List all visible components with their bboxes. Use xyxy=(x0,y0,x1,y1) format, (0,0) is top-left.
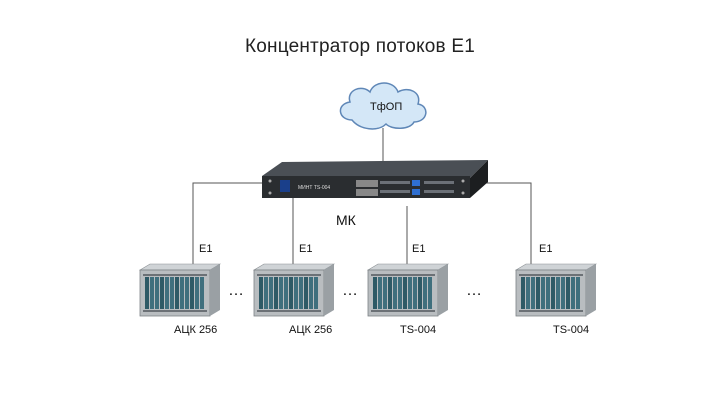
link-line-1 xyxy=(192,182,276,270)
pstn-cloud-icon xyxy=(339,82,427,130)
hub-label: МК xyxy=(336,212,356,228)
link-label-4: Е1 xyxy=(539,243,553,255)
node-label-1: АЦК 256 xyxy=(174,324,218,336)
ellipsis-3: … xyxy=(466,282,483,299)
rack-unit-icon xyxy=(514,263,598,317)
diagram-title: Концентратор потоков Е1 xyxy=(245,36,475,57)
link-line-4 xyxy=(470,182,532,272)
rack-unit-icon xyxy=(252,263,336,317)
rack-unit-icon xyxy=(138,263,222,317)
hub-device-icon xyxy=(262,160,488,198)
hub-panel-text: МИНТ TS-004 xyxy=(298,185,331,191)
link-label-1: Е1 xyxy=(199,243,213,255)
link-label-3: Е1 xyxy=(412,243,426,255)
ellipsis-2: … xyxy=(342,282,359,299)
rack-unit-icon xyxy=(366,263,450,317)
node-label-3: TS-004 xyxy=(400,324,437,336)
link-label-2: Е1 xyxy=(299,243,313,255)
node-label-2: АЦК 256 xyxy=(289,324,333,336)
node-label-4: TS-004 xyxy=(553,324,590,336)
ellipsis-1: … xyxy=(228,282,245,299)
cloud-label: ТфОП xyxy=(370,101,403,113)
